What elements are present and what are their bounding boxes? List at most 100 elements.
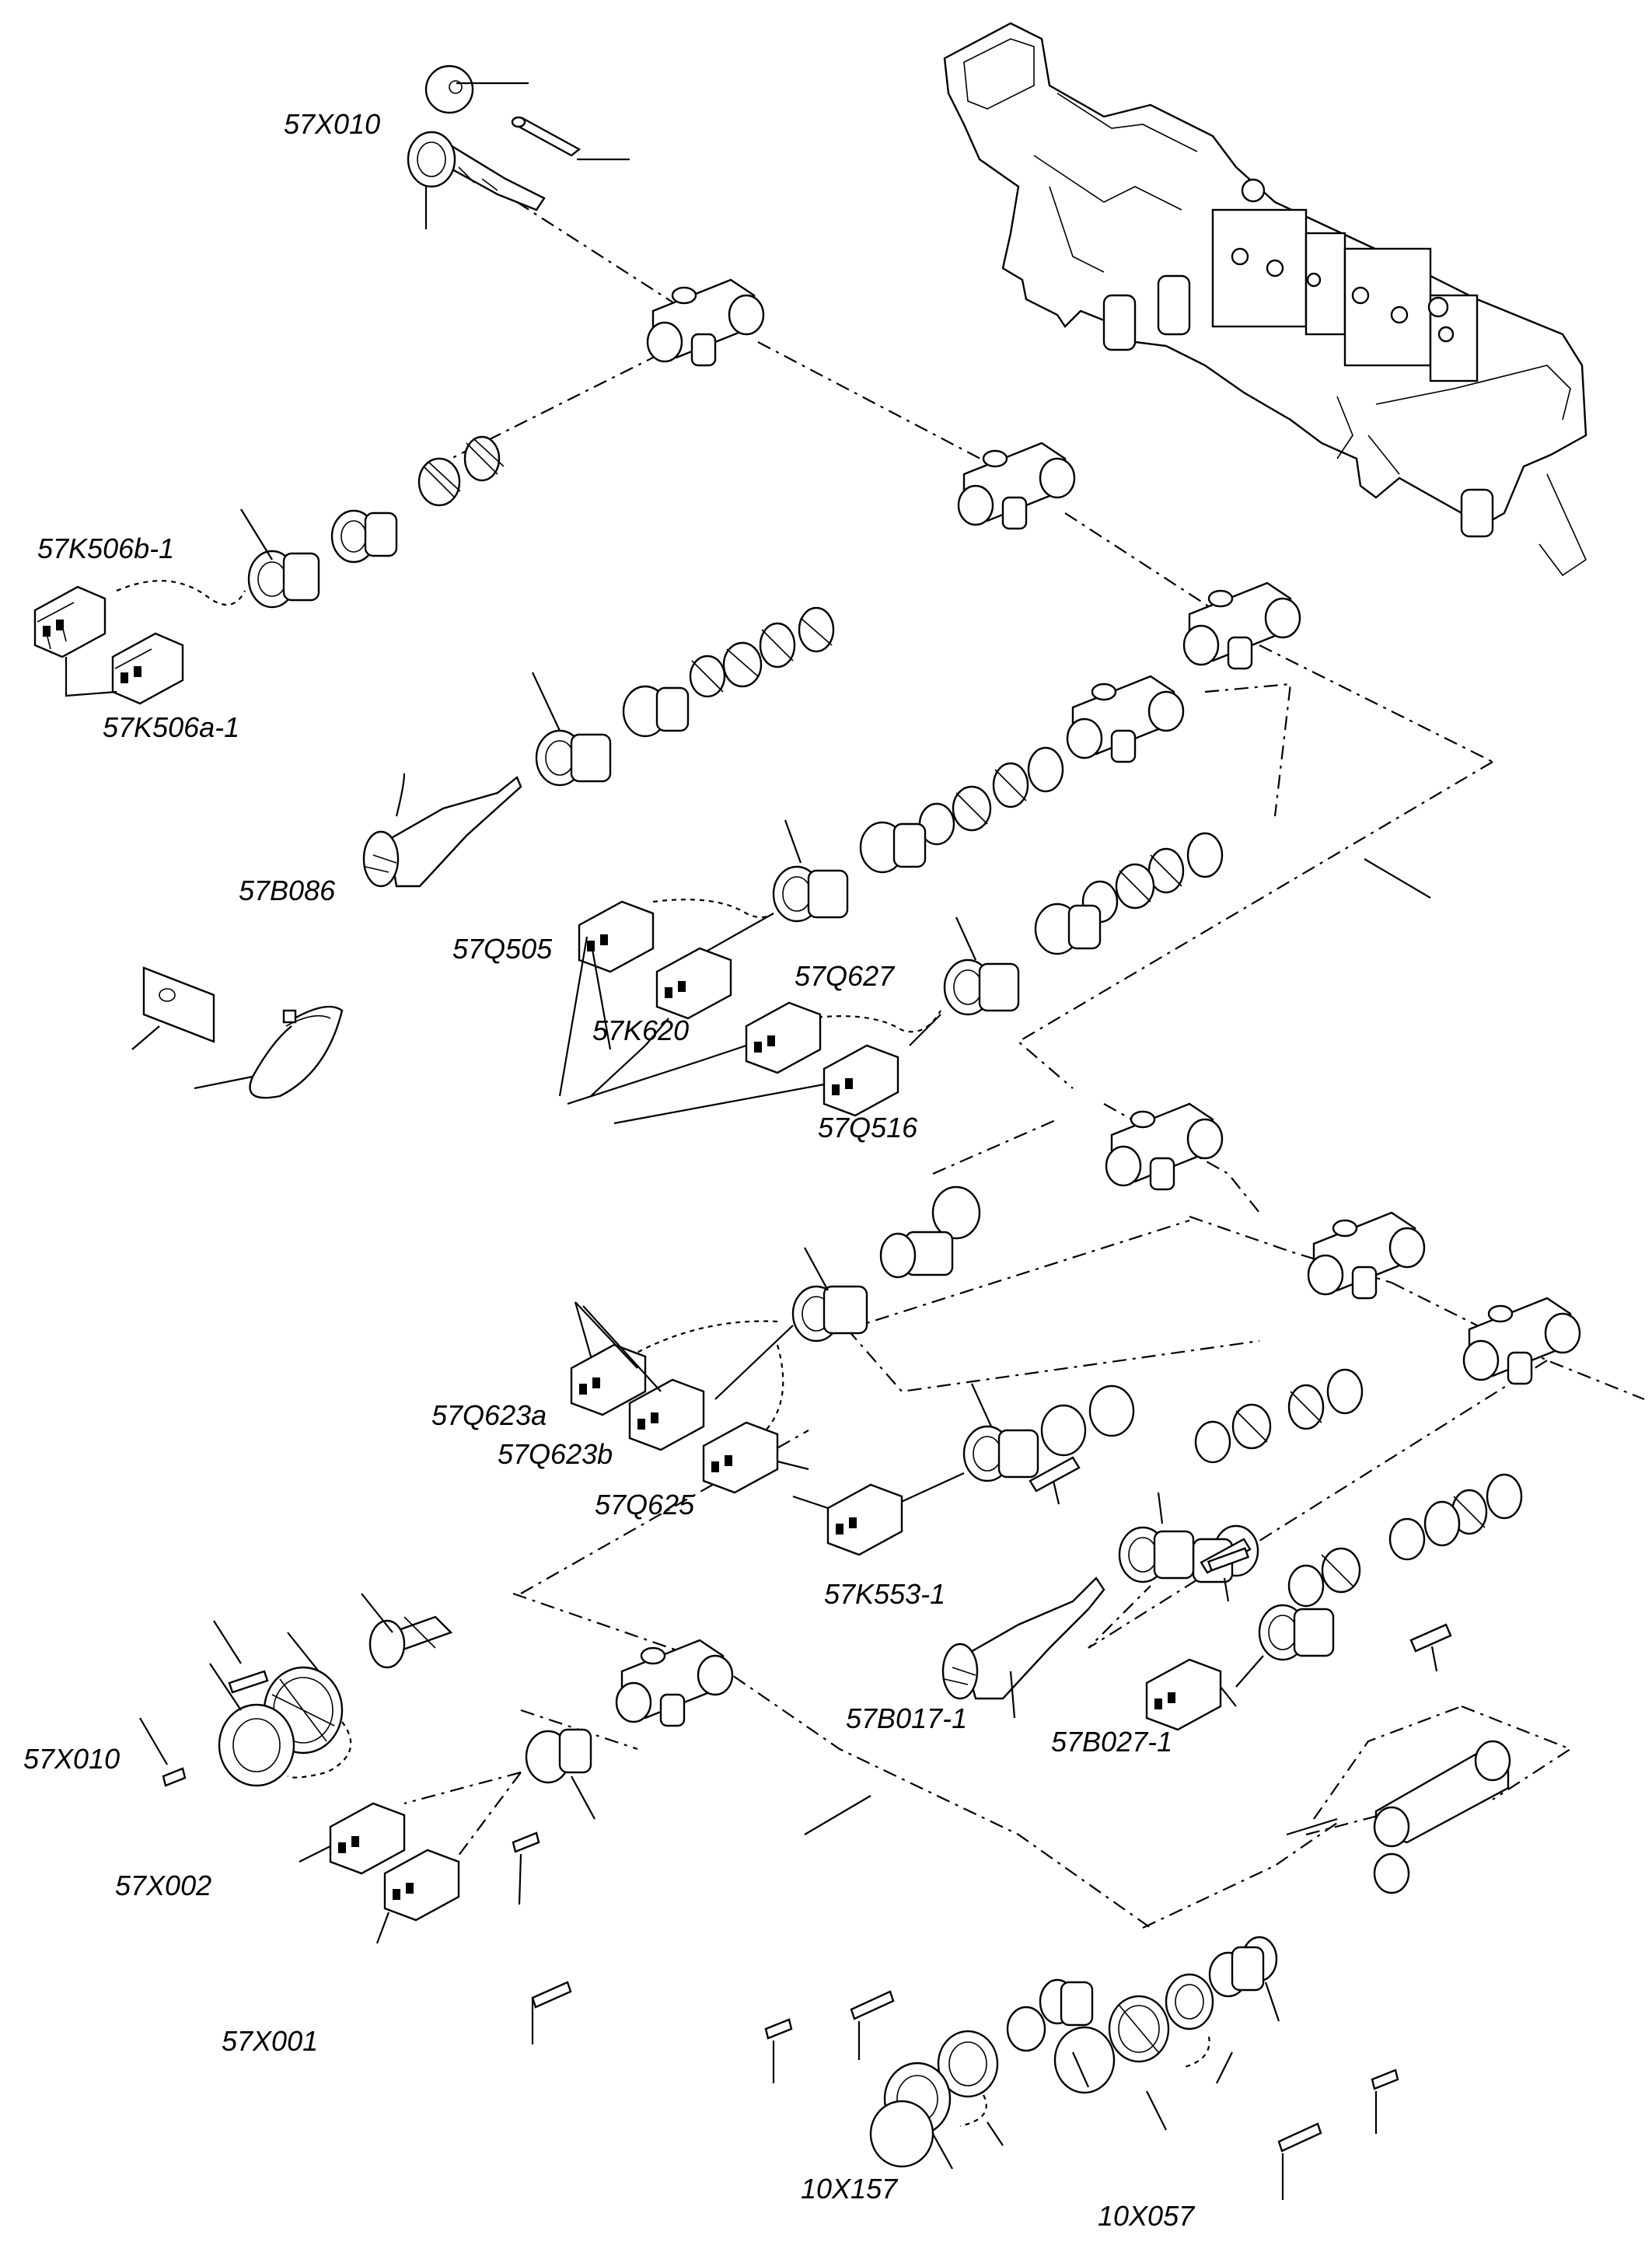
leader-line	[240, 508, 273, 560]
break-mark	[804, 1795, 871, 1835]
leader-line	[395, 773, 406, 817]
leader-line	[194, 1075, 253, 1090]
break-mark	[1286, 1817, 1338, 1836]
label-57b086: 57B086	[239, 875, 336, 906]
leader-line	[772, 2021, 1378, 2200]
pin-icon	[1409, 1623, 1452, 1653]
leader-line	[1223, 1577, 1230, 1602]
label-57k506b-1: 57K506b-1	[37, 532, 174, 564]
pin-icon	[764, 1990, 1399, 2153]
label-10x057: 10X057	[1098, 2200, 1196, 2232]
grommet-icon	[1053, 1936, 1278, 2094]
connector-housing-icon	[826, 1483, 903, 1556]
leader-line	[361, 1593, 393, 1633]
grommet-icon	[962, 1368, 1364, 1482]
leader-line	[139, 1620, 242, 1765]
label-57q516: 57Q516	[818, 1112, 918, 1143]
label-57x001: 57X001	[222, 2025, 318, 2057]
connector-housing-icon	[329, 1802, 460, 1922]
plug-body-icon	[407, 131, 546, 211]
label-57b027-1: 57B027-1	[1051, 1726, 1172, 1758]
wire-path	[287, 1721, 352, 1779]
leader-line	[804, 1247, 829, 1291]
grommet-icon	[943, 832, 1224, 1016]
seal-cap-icon	[218, 1666, 344, 1787]
seal-cap-icon	[424, 65, 474, 114]
leader-line	[644, 1018, 669, 1046]
leader-line	[574, 1301, 662, 1392]
leader-line	[1157, 1492, 1164, 1524]
cable-tie-icon	[249, 1005, 344, 1099]
wire-line	[1235, 1655, 1264, 1688]
leader-line	[955, 917, 977, 961]
label-57q625: 57Q625	[595, 1489, 695, 1521]
leader-line	[1220, 1686, 1237, 1707]
label-57q623b: 57Q623b	[498, 1438, 613, 1470]
leader-line	[1009, 1671, 1016, 1719]
leader-line	[131, 1025, 160, 1050]
label-57q627: 57Q627	[795, 960, 896, 992]
socket-contact-icon	[368, 1615, 453, 1669]
break-mark	[1364, 858, 1431, 899]
label-57q505: 57Q505	[452, 933, 553, 965]
leader-line	[65, 657, 117, 697]
leader-line	[970, 1383, 993, 1427]
grommet-icon	[791, 1185, 981, 1342]
label-57k506a-1: 57K506a-1	[103, 711, 239, 743]
wire-path	[652, 899, 774, 919]
leader-line	[571, 1775, 595, 1820]
label-57x010-top: 57X010	[284, 108, 380, 140]
grommet-icon	[525, 1728, 592, 1784]
pin-icon	[1200, 1538, 1252, 1574]
leader-line	[518, 1853, 534, 2044]
leader-line	[299, 1845, 390, 1944]
label-plate-icon	[142, 966, 215, 1043]
grommet-icon	[869, 1978, 1094, 2168]
wire-line	[714, 1325, 794, 1400]
leader-line	[209, 1632, 320, 1711]
label-57k553-1: 57K553-1	[824, 1578, 945, 1610]
grommet-icon	[247, 435, 505, 609]
leader-line	[1430, 1646, 1438, 1672]
wire-line	[909, 1014, 941, 1046]
label-57q623a: 57Q623a	[431, 1399, 547, 1431]
pin-icon	[512, 1831, 572, 2009]
leader-line	[532, 672, 561, 731]
pin-icon	[1029, 1456, 1081, 1493]
label-57x010-bottom: 57X010	[23, 1743, 120, 1775]
connector-housing-icon	[1145, 1658, 1222, 1731]
grommet-icon	[772, 746, 1064, 923]
label-57x002: 57X002	[115, 1870, 211, 1901]
leader-line	[613, 1083, 825, 1125]
wire-path	[629, 1320, 778, 1357]
pin-icon	[511, 116, 582, 157]
connection-line	[403, 1771, 522, 1805]
part-labels: 57X010 57K506b-1 57K506a-1 57B086 57Q505…	[23, 108, 1196, 2232]
wire-path	[808, 1010, 941, 1033]
sensor-icon	[941, 1576, 1105, 1700]
label-10x157: 10X157	[801, 2173, 899, 2205]
connector-housing-icon	[33, 585, 184, 705]
connection-line	[450, 1772, 522, 1866]
leader-line	[777, 1460, 809, 1471]
connector-housing-icon	[745, 1001, 899, 1117]
grommet-icon	[1118, 1473, 1523, 1661]
leader-line	[784, 819, 802, 864]
leader-line	[932, 2051, 1090, 2170]
wire-path	[1181, 2036, 1210, 2069]
connector-housing-icon	[578, 900, 732, 1020]
leader-line	[1146, 1981, 1280, 2131]
label-57k620: 57K620	[592, 1014, 689, 1046]
grommet-icon	[535, 606, 835, 787]
wire-path	[765, 1344, 784, 1431]
wire-path	[116, 580, 246, 606]
label-57b017-1: 57B017-1	[846, 1702, 967, 1734]
frame-assembly-icon	[943, 22, 1587, 577]
t-piece-icon	[615, 278, 1581, 1894]
leader-line	[699, 1044, 747, 1063]
sensor-icon	[362, 776, 522, 888]
wire-path	[959, 2094, 987, 2128]
leader-line	[1052, 1480, 1060, 1505]
leader-line	[558, 936, 700, 1105]
